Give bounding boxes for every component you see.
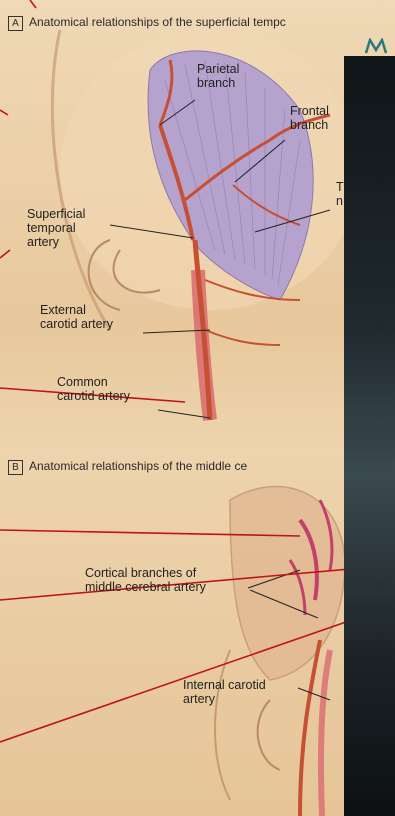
- panel-a-header: A Anatomical relationships of the superfi…: [8, 15, 286, 31]
- label-internal-carotid-artery: Internal carotid artery: [183, 678, 266, 706]
- logo-icon: [365, 38, 387, 54]
- label-common-carotid-artery: Common carotid artery: [57, 375, 130, 403]
- label-partial-t: T n: [336, 180, 344, 208]
- label-superficial-temporal-artery: Superficial temporal artery: [27, 207, 85, 249]
- panel-b-header: B Anatomical relationships of the middle …: [8, 459, 247, 475]
- overlapping-photo: [344, 56, 395, 816]
- internal-carotid-artery: [300, 640, 320, 816]
- panel-a-box: A: [8, 16, 23, 31]
- label-frontal-branch: Frontal branch: [290, 104, 329, 132]
- panel-b-title: Anatomical relationships of the middle c…: [29, 459, 247, 473]
- panel-b-box: B: [8, 460, 23, 475]
- panel-a-title: Anatomical relationships of the superfic…: [29, 15, 286, 29]
- label-parietal-branch: Parietal branch: [197, 62, 239, 90]
- label-cortical-branches: Cortical branches of middle cerebral art…: [85, 566, 206, 594]
- label-external-carotid-artery: External carotid artery: [40, 303, 113, 331]
